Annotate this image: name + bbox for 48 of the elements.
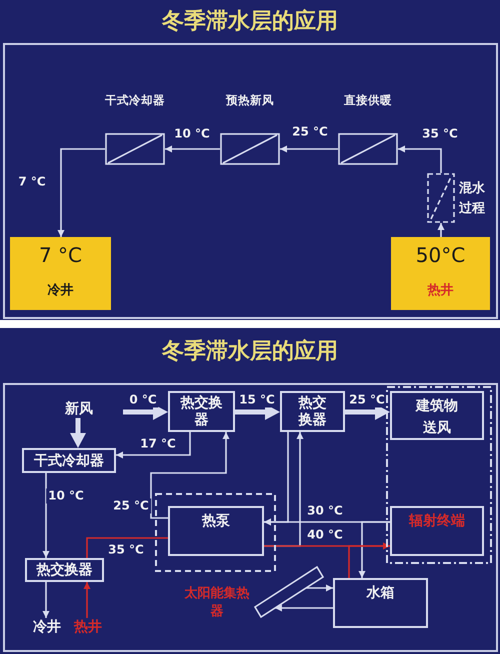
temperature-label: 25 °C bbox=[111, 498, 151, 514]
temperature-text: 50°C bbox=[414, 243, 466, 267]
thick-arrow bbox=[123, 404, 168, 420]
temperature-label: 15 °C bbox=[237, 392, 277, 408]
text-label: 新风 bbox=[62, 400, 96, 418]
well-label: 热井 bbox=[426, 282, 454, 299]
component-label: 直接供暖 bbox=[343, 93, 393, 108]
component-label: 预热新风 bbox=[224, 93, 275, 108]
slide-title: 冬季滞水层的应用 bbox=[162, 337, 338, 366]
dashed-boundary bbox=[155, 493, 276, 572]
arrow bbox=[58, 148, 105, 237]
arrow bbox=[84, 582, 90, 618]
text-label: 热井 bbox=[72, 618, 104, 636]
process-box: 热泵 bbox=[168, 506, 264, 556]
process-box: 热交换器 bbox=[280, 391, 345, 432]
arrow bbox=[42, 582, 50, 618]
temperature-label: 25 °C bbox=[347, 392, 387, 408]
arrow bbox=[280, 146, 338, 152]
well-box bbox=[10, 237, 111, 310]
thick-arrow bbox=[70, 418, 86, 448]
process-box: 辐射终端 bbox=[390, 506, 484, 556]
process-box: 干式冷却器 bbox=[22, 448, 116, 473]
system-boundary bbox=[386, 386, 492, 564]
process-label: 混水过程 bbox=[459, 180, 486, 218]
component-label: 干式冷却器 bbox=[105, 93, 165, 108]
temperature-label: 0 °C bbox=[127, 392, 159, 408]
arrow bbox=[165, 146, 220, 152]
process-box: 热交换器 bbox=[25, 558, 104, 582]
arrow bbox=[274, 604, 333, 612]
arrow bbox=[438, 223, 444, 237]
arrow bbox=[348, 542, 390, 578]
text-label: 冷井 bbox=[31, 618, 63, 636]
process-box: 建筑物送风 bbox=[390, 391, 484, 440]
component-label: 太阳能集热器 bbox=[183, 585, 250, 620]
temperature-text: 7 °C bbox=[38, 243, 84, 267]
well-label: 冷井 bbox=[46, 282, 74, 299]
well-box bbox=[391, 237, 490, 310]
slide-title: 冬季滞水层的应用 bbox=[162, 7, 338, 36]
arrow bbox=[306, 584, 333, 592]
process-box: 水箱 bbox=[333, 578, 428, 628]
process-box: 热交换器 bbox=[168, 391, 235, 432]
arrow bbox=[150, 432, 230, 519]
arrow bbox=[42, 473, 50, 558]
arrow bbox=[116, 432, 191, 458]
arrow bbox=[358, 521, 390, 578]
arrow bbox=[398, 146, 442, 173]
temperature-label: 10 °C bbox=[46, 488, 86, 504]
arrow bbox=[264, 432, 289, 526]
